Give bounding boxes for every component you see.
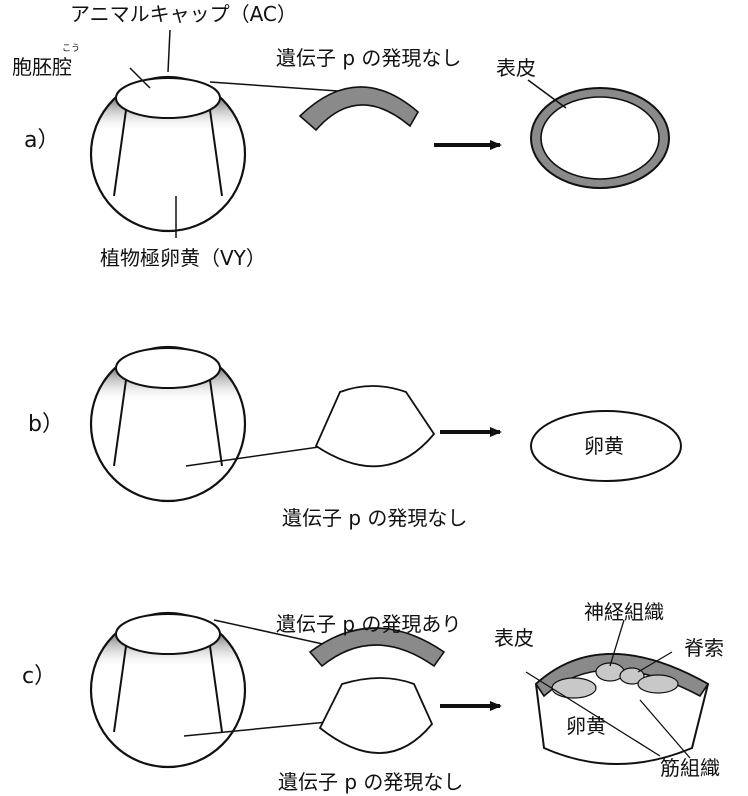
label-epidermis-a: 表皮 [496,56,536,80]
leader-notochord [637,651,673,673]
label-gene-no-expression-c: 遺伝子 p の発現なし [278,770,464,794]
label-animal-cap: アニマルキャップ（AC） [70,2,297,26]
isolated-animal-cap [308,627,446,668]
label-yolk-b: 卵黄 [584,434,624,458]
leader-animal-cap [167,29,171,73]
label-gene-no-expression-a: 遺伝子 p の発現なし [276,46,462,70]
leader-epidermis-a [527,79,567,109]
arrow-to-yolk-piece [183,719,349,737]
yolk-mass [530,410,682,482]
panel-label-c: c） [22,664,57,689]
label-yolk-c: 卵黄 [566,714,606,738]
label-blastocoel: 胞胚腔 [12,55,72,79]
label-vegetal-yolk: 植物極卵黄（VY） [100,246,266,270]
label-gene-expression: 遺伝子 p の発現あり [276,612,462,636]
yolk-boundary-left [113,645,127,733]
arrow-to-cap-piece [209,81,353,93]
muscle-tissue [637,674,679,694]
panel-c-result [525,619,710,765]
leader-muscle-tissue [639,699,691,759]
leader-epidermis-c [525,671,661,757]
isolated-vegetal-yolk [318,677,434,754]
epidermis-layer [534,653,710,698]
isolated-animal-cap [298,86,420,132]
label-notochord: 脊索 [684,636,724,660]
epidermis-ring-inner [540,96,660,180]
arrow-to-yolk-piece [185,443,341,467]
yolk-boundary-right [209,645,223,733]
leader-blastocoel [129,67,151,89]
label-blastocoel-ruby: こう [62,44,81,54]
yolk-boundary-right [209,109,223,197]
panel-a-cap-piece [209,79,670,189]
label-neural-tissue: 神経組織 [584,600,664,624]
label-muscle-tissue: 筋組織 [660,756,720,780]
leader-neural-tissue [609,619,625,667]
label-epidermis-c: 表皮 [494,626,534,650]
panel-label-a: a） [24,128,60,153]
blastocoel-cavity [115,613,221,655]
yolk-boundary-left [113,379,127,467]
panel-b-embryo [89,345,682,503]
panel-label-b: b） [28,412,64,437]
isolated-vegetal-yolk [314,385,436,468]
panel-a-embryo [89,29,247,238]
blastocoel-cavity [115,77,221,119]
muscle-tissue [551,677,597,699]
blastocoel-cavity [115,347,221,389]
yolk-boundary-left [113,109,127,197]
yolk-boundary-right [209,379,223,467]
label-gene-no-expression-b: 遺伝子 p の発現なし [282,506,468,530]
panel-c-embryo [89,611,502,769]
